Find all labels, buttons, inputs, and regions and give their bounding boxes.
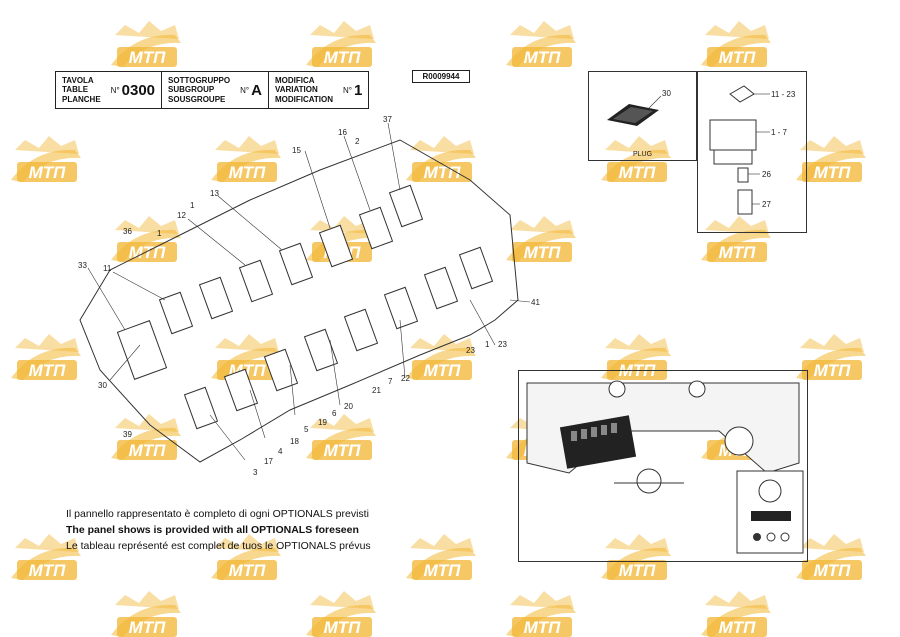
callout-label: 36 — [123, 227, 132, 236]
plug-inset: 30 PLUG — [588, 71, 697, 161]
table-label-fr: PLANCHE — [62, 94, 101, 104]
subgroup-value: A — [251, 81, 262, 99]
switch-exploded-inset: 11 - 23 1 - 7 26 27 — [697, 71, 807, 233]
callout-label: 19 — [318, 418, 327, 427]
callout-label: 20 — [344, 402, 353, 411]
callout-label: 2 — [355, 137, 360, 146]
callout-label: 23 — [498, 340, 507, 349]
note-french: Le tableau représenté est complet de tuo… — [66, 540, 371, 552]
variation-label-fr: MODIFICATION — [274, 94, 334, 104]
callout-label: 1 — [190, 201, 195, 210]
dashboard-diagram — [526, 380, 804, 554]
dashboard-inset — [518, 370, 808, 562]
table-number: 0300 — [121, 81, 156, 99]
drawing-code: R0009944 — [412, 70, 470, 83]
callout-numbers: 37 16 2 15 13 1 12 36 1 11 33 41 23 1 23… — [78, 115, 540, 477]
table-no-label: N° — [110, 85, 120, 95]
table-label-en: TABLE — [62, 85, 89, 95]
callout-label: 16 — [338, 128, 347, 137]
note-english: The panel shows is provided with all OPT… — [66, 524, 359, 536]
switch-diagram: 11 - 23 1 - 7 26 27 — [709, 85, 796, 215]
switch-callout: 11 - 23 — [771, 90, 796, 99]
subgroup-cell: SOTTOGRUPPO SUBGROUP SOUSGROUPE N° A — [162, 72, 269, 108]
variation-value: 1 — [354, 81, 363, 99]
callout-label: 33 — [78, 261, 87, 270]
title-block: TAVOLA TABLE PLANCHE N° 0300 SOTTOGRUPPO… — [55, 71, 370, 109]
callout-label: 30 — [98, 381, 107, 390]
callout-label: 18 — [290, 437, 299, 446]
callout-label: 5 — [304, 425, 309, 434]
subgroup-label-en: SUBGROUP — [168, 85, 215, 95]
subgroup-label-fr: SOUSGROUPE — [168, 94, 226, 104]
callout-label: 11 — [103, 264, 112, 273]
switch-callout: 1 - 7 — [771, 128, 788, 137]
variation-label-it: MODIFICA — [274, 75, 315, 85]
callout-label: 3 — [253, 468, 258, 477]
callout-label: 15 — [292, 146, 301, 155]
panel-note: Il pannello rappresentato è completo di … — [66, 506, 371, 554]
callout-label: 7 — [388, 377, 393, 386]
switch-callout: 26 — [762, 170, 771, 179]
note-italian: Il pannello rappresentato è completo di … — [66, 508, 369, 520]
subgroup-label-it: SOTTOGRUPPO — [168, 75, 231, 85]
callout-label: 17 — [264, 457, 273, 466]
plug-label: PLUG — [633, 151, 652, 158]
callout-label: 41 — [531, 298, 540, 307]
plug-callout: 30 — [662, 89, 671, 98]
callout-label: 22 — [401, 374, 410, 383]
callout-label: 23 — [466, 346, 475, 355]
callout-label: 39 — [123, 430, 132, 439]
callout-label: 1 — [485, 340, 490, 349]
switch-callout: 27 — [762, 200, 771, 209]
callout-label: 13 — [210, 189, 219, 198]
variation-label-en: VARIATION — [274, 85, 318, 95]
plug-diagram: 30 PLUG — [607, 89, 671, 158]
table-label-it: TAVOLA — [62, 75, 94, 85]
callout-label: 1 — [157, 229, 162, 238]
callout-label: 37 — [383, 115, 392, 124]
callout-label: 12 — [177, 211, 186, 220]
callout-label: 21 — [372, 386, 381, 395]
variation-cell: MODIFICA VARIATION MODIFICATION N° 1 — [269, 72, 368, 108]
subgroup-no-label: N° — [240, 85, 250, 95]
callout-label: 6 — [332, 409, 337, 418]
variation-no-label: N° — [343, 85, 353, 95]
table-cell: TAVOLA TABLE PLANCHE N° 0300 — [56, 72, 163, 108]
callout-label: 4 — [278, 447, 283, 456]
